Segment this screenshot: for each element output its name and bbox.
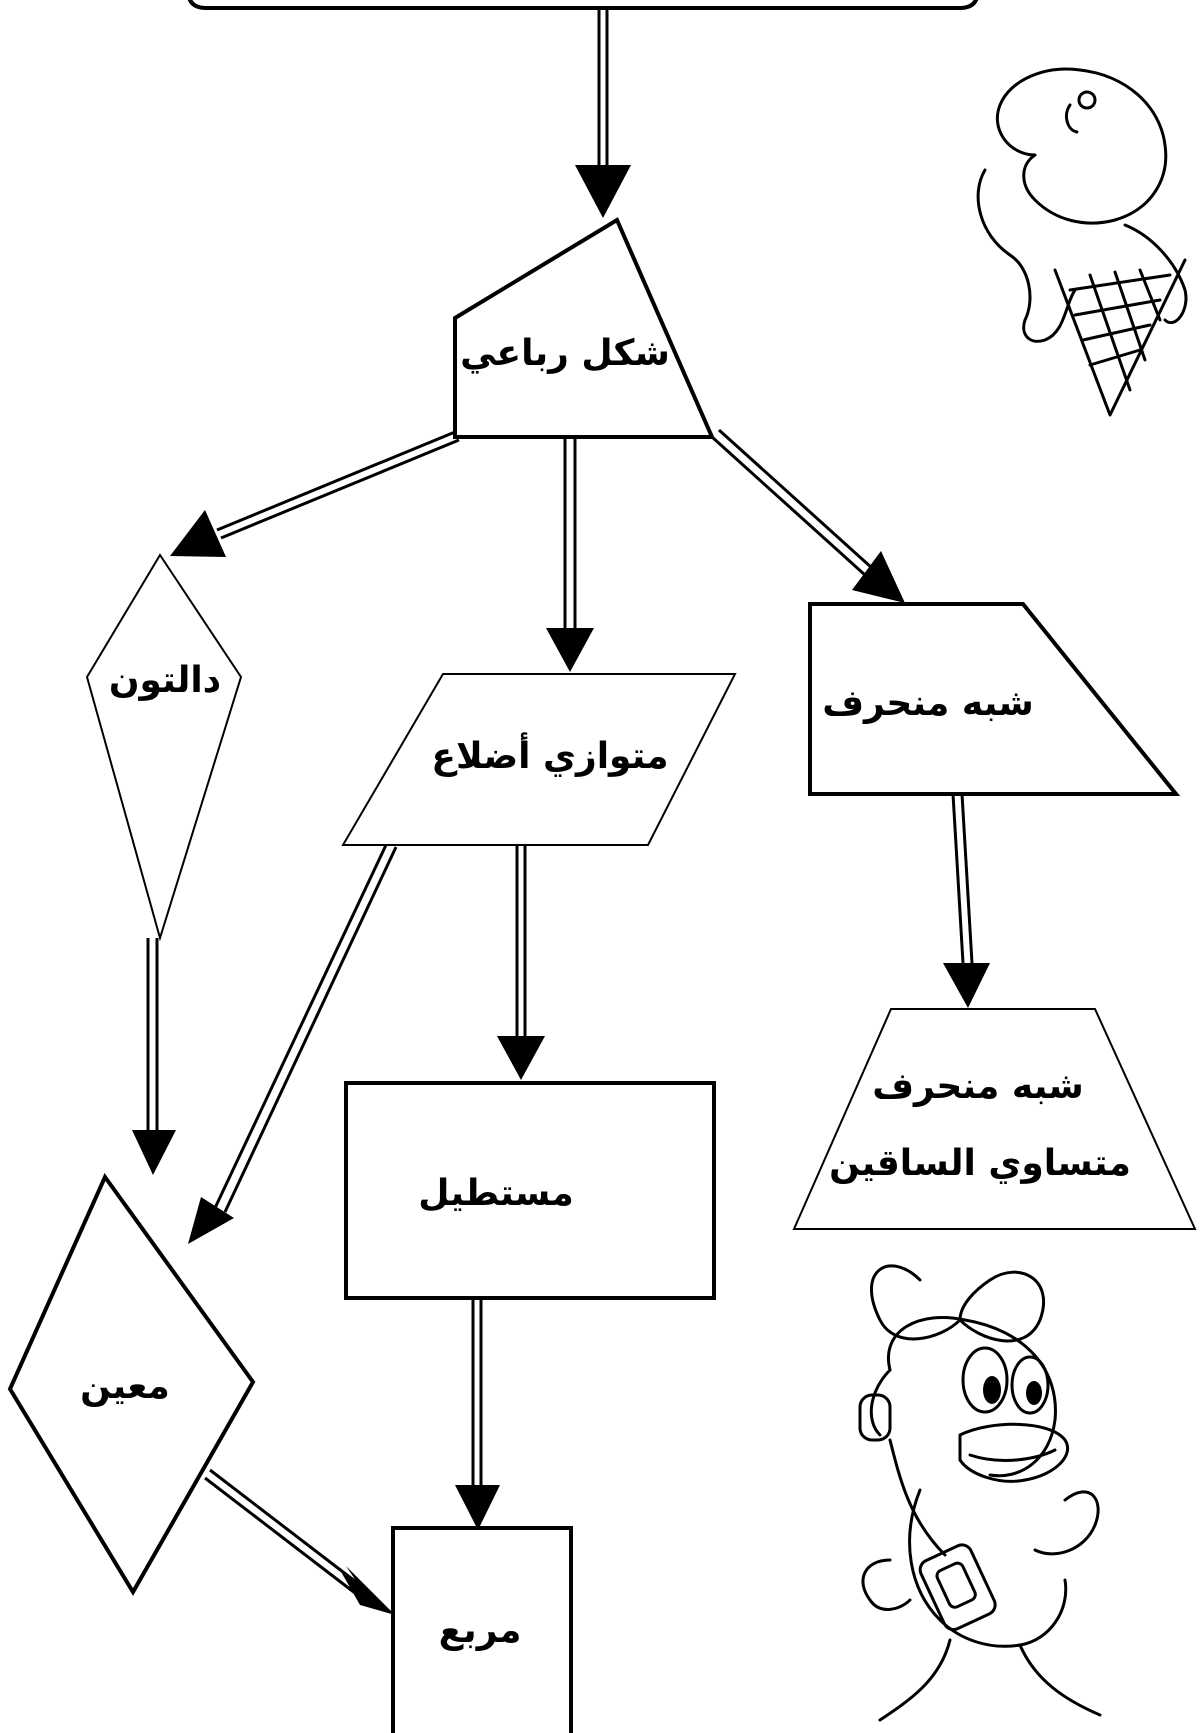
edge-quadrilateral-to-parallelogram bbox=[546, 437, 594, 672]
edge-quadrilateral-to-trapezoid bbox=[710, 428, 905, 603]
edge-quadrilateral-to-kite bbox=[170, 430, 460, 557]
edge-trapezoid-to-isosceles-trapezoid bbox=[943, 793, 990, 1008]
isosceles-trapezoid-label-line2: متساوي الساقين bbox=[829, 1143, 1131, 1184]
quadrilateral-node bbox=[453, 217, 716, 439]
rectangle-label: مستطيل bbox=[418, 1173, 574, 1214]
kite-node bbox=[85, 553, 243, 942]
trapezoid-label: شبه منحرف bbox=[822, 683, 1034, 724]
quadrilateral-label: شكل رباعي bbox=[460, 333, 670, 374]
rhombus-label: معين bbox=[80, 1366, 170, 1407]
ice-cream-icon bbox=[976, 67, 1188, 417]
parallelogram-label: متوازي أضلاع bbox=[431, 732, 668, 777]
edge-rectangle-to-square bbox=[455, 1298, 500, 1530]
edge-kite-to-rhombus bbox=[132, 938, 176, 1175]
edge-parallelogram-to-rectangle bbox=[497, 845, 545, 1080]
edge-rhombus-to-square bbox=[204, 1468, 395, 1615]
square-label: مربع bbox=[439, 1610, 522, 1651]
isosceles-trapezoid-node bbox=[792, 1008, 1197, 1230]
kite-label: دالتون bbox=[109, 660, 221, 701]
parallelogram-node bbox=[341, 673, 737, 846]
square-node bbox=[391, 1526, 573, 1733]
trapezoid-node bbox=[808, 602, 1181, 796]
isosceles-trapezoid-label-line1: شبه منحرف bbox=[872, 1066, 1084, 1107]
edge-parallelogram-to-rhombus bbox=[188, 844, 398, 1244]
edge-top-to-quadrilateral bbox=[575, 8, 631, 218]
cartoon-duck-icon bbox=[858, 1264, 1102, 1722]
rectangle-node bbox=[344, 1081, 716, 1300]
rhombus-node bbox=[7, 1173, 256, 1596]
